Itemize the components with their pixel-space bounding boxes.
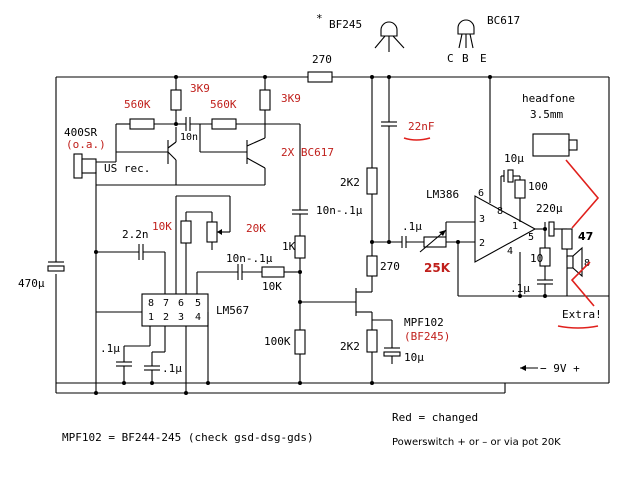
r3k9-a-label: 3K9 bbox=[190, 82, 210, 95]
supply-label: − 9V + bbox=[520, 362, 580, 375]
lm567-pin6: 6 bbox=[178, 298, 184, 309]
transistor-pair-label: 2X BC617 bbox=[281, 146, 334, 159]
bc617-label: BC617 bbox=[487, 14, 520, 27]
lm386-pin5: 5 bbox=[528, 232, 534, 243]
speaker-icon bbox=[566, 255, 574, 269]
lm386-stage: .1μ 25K LM386 3 2 6 8 1 5 4 10μ bbox=[401, 77, 609, 329]
sensor-note: (o.a.) bbox=[66, 138, 106, 151]
lm567-pin2: 2 bbox=[163, 312, 169, 323]
c470u-label: 470μ bbox=[18, 277, 45, 290]
sensor-name: 400SR bbox=[64, 126, 97, 139]
c1u-a-label: .1μ bbox=[100, 342, 120, 355]
bf245-pinout: * BF245 bbox=[316, 12, 405, 52]
pin-c-label: C bbox=[447, 52, 454, 65]
mosfet-label: MPF102 bbox=[404, 316, 444, 329]
lm567-chip bbox=[141, 293, 209, 327]
lm567-pin1: 1 bbox=[148, 312, 154, 323]
resistor-270-top: 270 bbox=[307, 53, 333, 83]
r3k9-b-label: 3K9 bbox=[281, 92, 301, 105]
r560k-b-label: 560K bbox=[210, 98, 237, 111]
r560k-a-label: 560K bbox=[124, 98, 151, 111]
lm386-chip bbox=[474, 195, 537, 263]
lm567-pin7: 7 bbox=[163, 298, 169, 309]
r270-top-label: 270 bbox=[312, 53, 332, 66]
supply-rails bbox=[55, 76, 610, 394]
pin-b-label: B bbox=[462, 52, 469, 65]
lm567-pin8: 8 bbox=[148, 298, 154, 309]
lm386-pin6: 6 bbox=[478, 188, 484, 199]
lm567-pin3: 3 bbox=[178, 312, 184, 323]
lm567-stage: 10n-.1μ 1K 2.2n 10K 20K 10n-.1μ bbox=[95, 185, 363, 393]
r270-b-label: 270 bbox=[380, 260, 400, 273]
headphone-size: 3.5mm bbox=[530, 108, 563, 121]
c220u-label: 220μ bbox=[536, 202, 563, 215]
headphone-title: headfone bbox=[522, 92, 575, 105]
extra-label: Extra! bbox=[562, 308, 602, 321]
jack-body-icon bbox=[532, 133, 570, 157]
note-powerswitch: Powerswitch + or – or via pot 20K bbox=[392, 437, 561, 448]
preamp-stage: 3K9 3K9 560K 10n 560K bbox=[115, 77, 334, 205]
c10n-1u-a-label: 10n-.1μ bbox=[316, 204, 363, 217]
ultrasonic-receiver: 400SR (o.a.) US rec. bbox=[64, 126, 176, 186]
c10n-1u-b-label: 10n-.1μ bbox=[226, 252, 273, 265]
sensor-label: US rec. bbox=[104, 162, 150, 175]
bf245-label: BF245 bbox=[329, 18, 362, 31]
lm386-pin4: 4 bbox=[507, 246, 513, 257]
lm386-label: LM386 bbox=[426, 188, 459, 201]
c10u-b-label: 10μ bbox=[404, 351, 424, 364]
headphone-jack: headfone 3.5mm bbox=[522, 92, 578, 157]
r20k-red-label: 20K bbox=[246, 222, 266, 235]
r100k-label: 100K bbox=[264, 335, 291, 348]
c1u-b-label: .1μ bbox=[162, 362, 182, 375]
supply-text: − 9V + bbox=[540, 362, 580, 375]
lm386-pin3: 3 bbox=[479, 214, 485, 225]
lm386-pin8: 8 bbox=[497, 206, 503, 217]
c10u-a-label: 10μ bbox=[504, 152, 524, 165]
r2k2-b-label: 2K2 bbox=[340, 340, 360, 353]
r10k-red-label: 10K bbox=[152, 220, 172, 233]
c10n-a-label: 10n bbox=[180, 132, 198, 143]
capacitor-470u: 470μ bbox=[18, 261, 65, 290]
lm567-pin5: 5 bbox=[195, 298, 201, 309]
jfet-stage: 100K MPF102 (BF245) 2K2 10μ 270 2K2 bbox=[264, 77, 450, 383]
r1k-label: 1K bbox=[282, 240, 296, 253]
r2k2-a-label: 2K2 bbox=[340, 176, 360, 189]
r47-label: 47 bbox=[578, 230, 593, 243]
pin-e-label: E bbox=[480, 52, 487, 65]
r100-label: 100 bbox=[528, 180, 548, 193]
lm567-pin4: 4 bbox=[195, 312, 201, 323]
bc617-body-icon bbox=[457, 19, 475, 35]
mosfet-alt-label: (BF245) bbox=[404, 330, 450, 343]
lm386-pin1: 1 bbox=[512, 221, 518, 232]
c22nf-label: 22nF bbox=[408, 120, 435, 133]
speaker-label: 8 bbox=[584, 258, 590, 269]
pot25k-label: 25K bbox=[424, 261, 451, 275]
c1u-c-label: .1μ bbox=[402, 220, 422, 233]
c2-2n-label: 2.2n bbox=[122, 228, 149, 241]
junction-dots bbox=[94, 75, 547, 395]
bf245-body-icon bbox=[380, 21, 398, 37]
note-mpf102-equivalent: MPF102 = BF244-245 (check gsd-dsg-gds) bbox=[62, 431, 314, 444]
lm386-pin2: 2 bbox=[479, 238, 485, 249]
bc617-pinout: BC617 C B E bbox=[447, 14, 520, 65]
lm567-label: LM567 bbox=[216, 304, 249, 317]
sensor-element-icon bbox=[73, 153, 83, 179]
note-red-changed: Red = changed bbox=[392, 411, 478, 424]
r10-label: 10 bbox=[530, 252, 543, 265]
bf245-mark: * bbox=[316, 12, 323, 25]
r10k-label: 10K bbox=[262, 280, 282, 293]
